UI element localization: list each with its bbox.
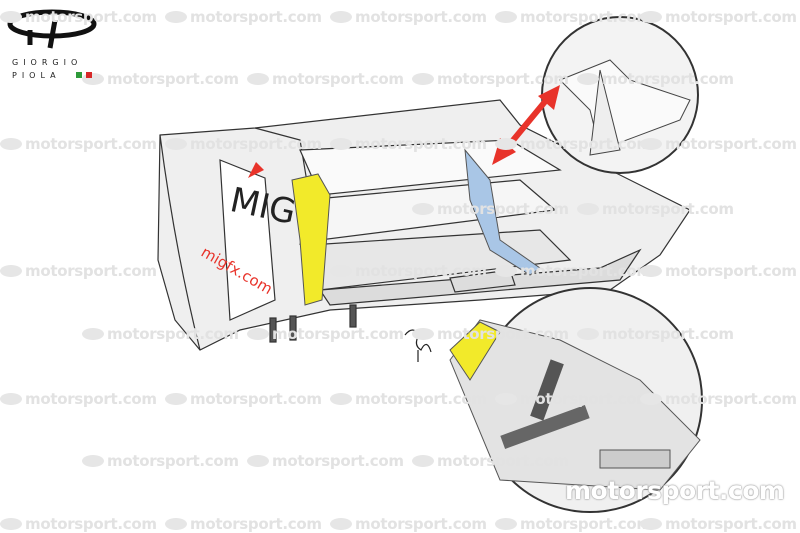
endplate — [219, 159, 276, 321]
logo-line2: PIOLA — [12, 71, 61, 80]
logo-line1: GIORGIO — [12, 58, 83, 67]
big-watermark: motorsport.com — [565, 476, 785, 505]
top-inset — [541, 16, 699, 174]
red-arrow-small — [248, 162, 264, 178]
artist-signature — [404, 329, 432, 362]
bottom-inset — [449, 287, 703, 513]
flag-red — [86, 72, 92, 78]
main-wing — [157, 99, 691, 351]
adjuster-bracket — [464, 148, 541, 276]
flag-green — [76, 72, 82, 78]
yellow-flap — [291, 173, 331, 306]
gp-logo — [7, 9, 97, 49]
double-arrow — [492, 85, 560, 165]
